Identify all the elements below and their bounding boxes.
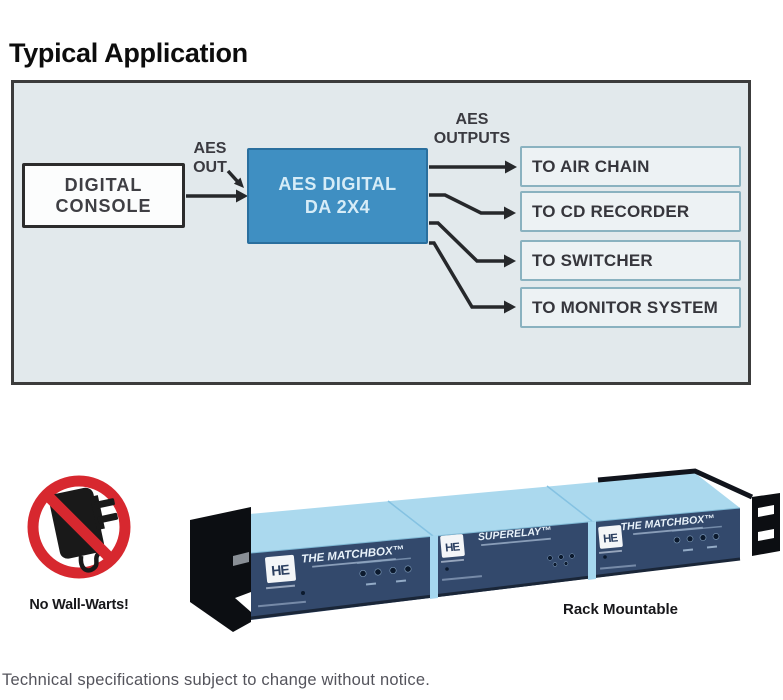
da-line1: AES DIGITAL — [278, 174, 397, 194]
module-3-led — [603, 555, 607, 559]
rack-rear-rail — [597, 468, 754, 500]
left-ear-slot — [233, 552, 249, 566]
logo-3-microtext — [598, 549, 623, 554]
module-1-led — [301, 591, 305, 595]
aes-outputs-label: AES OUTPUTS — [420, 110, 524, 148]
output-label-4: TO MONITOR SYSTEM — [532, 297, 719, 317]
module-1-control-tag-2 — [395, 579, 407, 583]
output-label-1: TO AIR CHAIN — [532, 156, 650, 176]
rack-top-seam-2 — [546, 485, 593, 522]
right-ear-hole-top — [758, 505, 774, 517]
aes-out-line2: OUT — [193, 159, 227, 176]
module-1-controls-label — [357, 557, 411, 564]
right-ear-plate — [752, 493, 780, 556]
prohibition-circle — [27, 475, 131, 579]
module-separator-2 — [588, 521, 596, 580]
adapter-face — [89, 495, 105, 531]
logo-1-microtext — [265, 584, 296, 590]
he-logo-3-text: HE — [603, 532, 619, 545]
module-2-led — [445, 567, 449, 571]
module-separator-1 — [430, 535, 438, 599]
module-1-controls — [359, 565, 412, 577]
da-line2: DA 2X4 — [304, 197, 371, 217]
left-ear-notch — [235, 592, 251, 612]
module-3-footer-microtext — [599, 564, 637, 570]
console-line2: CONSOLE — [55, 195, 152, 216]
no-wall-warts-caption: No Wall-Warts! — [29, 597, 129, 613]
output-box-monitor-system: TO MONITOR SYSTEM — [520, 287, 741, 328]
he-logo-1-text: HE — [271, 561, 291, 579]
rack-left-ear — [190, 507, 251, 632]
output-label-2: TO CD RECORDER — [532, 201, 690, 221]
aes-da-box: AES DIGITAL DA 2X4 — [247, 148, 428, 244]
rack-top-seam-1 — [387, 500, 434, 537]
console-line1: DIGITAL — [64, 174, 143, 195]
wall-wart-silhouette — [49, 487, 119, 573]
he-logo-2-text: HE — [445, 541, 461, 554]
module-1-control-tag-1 — [365, 582, 377, 586]
rack-right-ear — [752, 493, 780, 556]
module-2-title: SUPERELAY™ — [477, 525, 552, 544]
module-3-controls-label — [672, 525, 722, 532]
module-1-subtitle-line — [312, 558, 396, 568]
rack-module-1: HE THE MATCHBOX™ — [258, 544, 412, 608]
he-logo-2 — [440, 534, 465, 558]
rack-module-3: HE THE MATCHBOX™ — [598, 513, 722, 570]
rack-module-2: HE SUPERELAY™ — [440, 525, 575, 581]
adapter-body — [49, 487, 105, 559]
output-box-cd-recorder: TO CD RECORDER — [520, 191, 741, 232]
module-2-subtitle-line — [481, 537, 551, 547]
prohibition-slash — [42, 490, 116, 564]
logo-2-microtext — [440, 558, 465, 563]
he-logo-1 — [265, 554, 296, 584]
prong-bottom — [97, 512, 119, 524]
aes-outputs-line1: AES — [455, 111, 489, 128]
module-3-title: THE MATCHBOX™ — [620, 513, 715, 534]
output-box-air-chain: TO AIR CHAIN — [520, 146, 741, 187]
footer-note: Technical specifications subject to chan… — [2, 671, 431, 689]
module-3-subtitle-line — [633, 526, 703, 536]
right-ear-hole-bottom — [758, 529, 774, 541]
digital-console-box: DIGITAL CONSOLE — [22, 163, 185, 228]
left-ear-plate — [190, 507, 251, 632]
aes-out-label: AES OUT — [186, 139, 234, 177]
output-label-3: TO SWITCHER — [532, 250, 653, 270]
rack-mountable-caption: Rack Mountable — [562, 601, 679, 618]
module-1-title: THE MATCHBOX™ — [301, 544, 405, 565]
module-2-footer-microtext — [441, 575, 483, 581]
aes-outputs-line2: OUTPUTS — [433, 130, 511, 147]
module-1-footer-microtext — [258, 600, 306, 608]
module-3-control-tag-2 — [706, 545, 718, 549]
rack-left-side-face — [206, 518, 251, 620]
page-title: Typical Application — [9, 38, 248, 68]
prong-top — [94, 498, 115, 509]
module-2-controls — [547, 553, 575, 567]
he-logo-3 — [598, 525, 623, 549]
module-3-controls — [673, 533, 720, 544]
module-3-control-tag-1 — [682, 548, 694, 552]
aes-out-line1: AES — [193, 140, 227, 157]
rack-front-top-highlight — [250, 507, 741, 554]
rack-top-face — [206, 473, 740, 553]
output-box-switcher: TO SWITCHER — [520, 240, 741, 281]
power-cord — [78, 549, 111, 573]
